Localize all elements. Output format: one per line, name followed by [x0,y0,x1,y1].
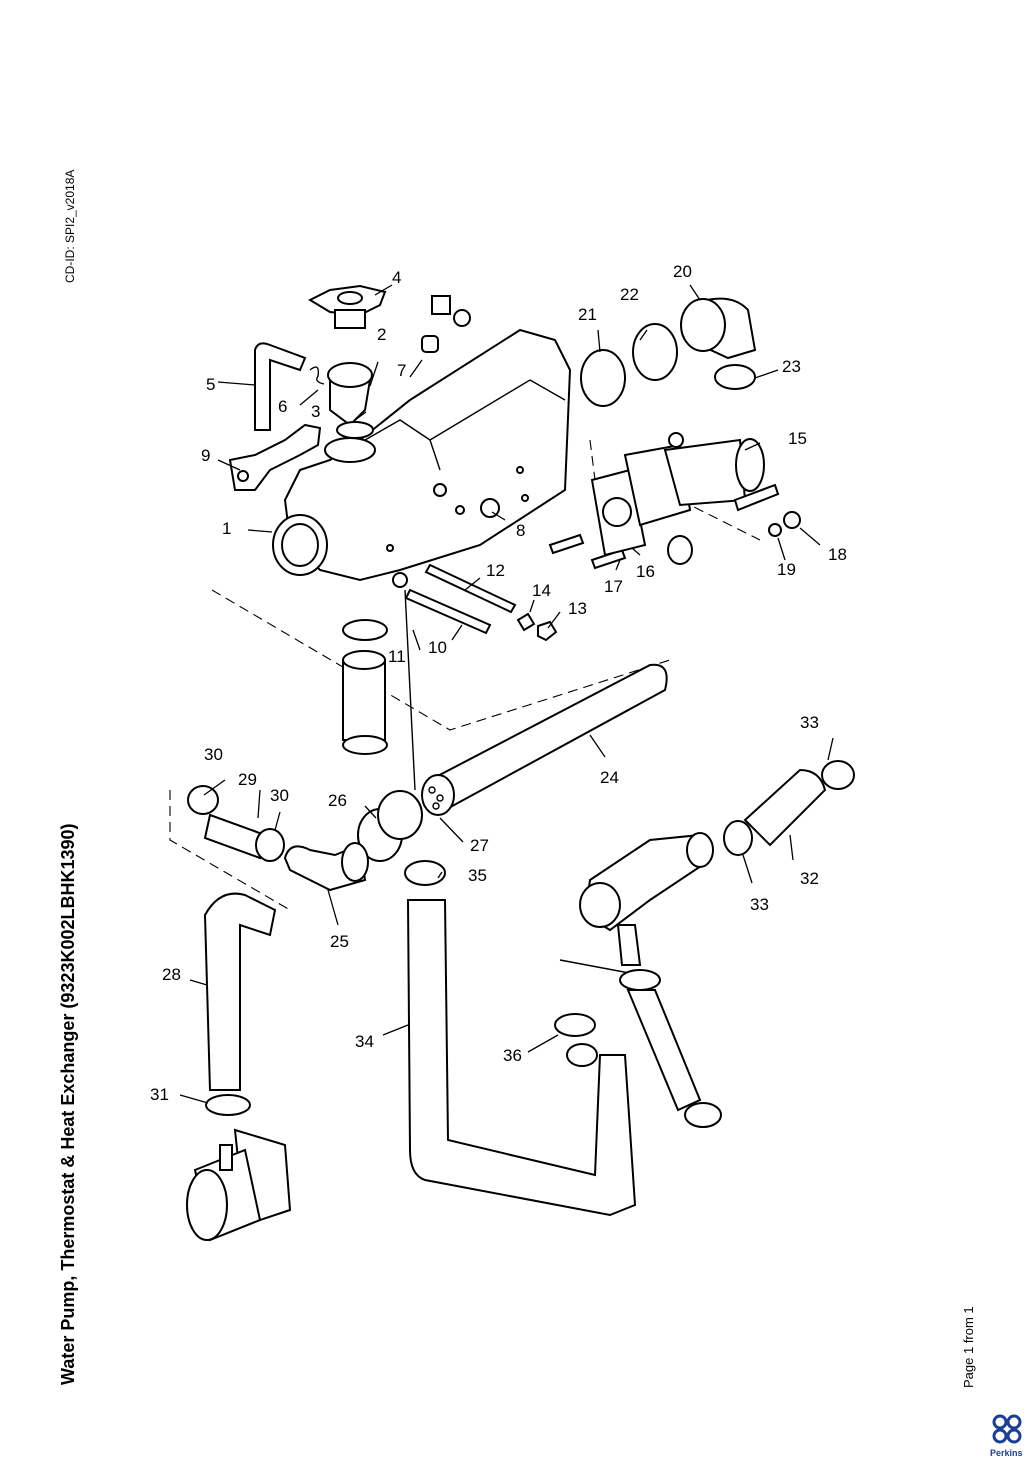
short-hose [626,989,702,1112]
callout-24: 24 [600,768,619,787]
outlet-hose [743,768,827,847]
callout-18: 18 [828,545,847,564]
hose-clamp [714,364,756,390]
callout-14: 14 [532,581,551,600]
heat-exchanger-body [283,328,572,582]
long-bolt [404,588,492,635]
washer [392,572,408,588]
clip [309,366,325,385]
lower-connector-hose [342,619,388,755]
callout-20: 20 [673,262,692,281]
stud [548,533,585,555]
callout-35: 35 [468,866,487,885]
hose-clamp [377,790,423,840]
callout-23: 23 [782,357,801,376]
overflow-pipe [254,342,307,431]
callout-31: 31 [150,1085,169,1104]
callout-22: 22 [620,285,639,304]
hose-clamp [554,1013,596,1037]
hose-clamp [580,349,626,407]
thermostat-housing [590,432,765,557]
hose-clamp [404,860,446,886]
callout-6: 6 [278,397,287,416]
brand-name: Perkins [990,1448,1023,1458]
callout-26: 26 [328,791,347,810]
outlet-connection [272,514,328,576]
washer [768,523,782,537]
callout-33: 33 [800,713,819,732]
callout-11: 11 [388,647,406,666]
hose-clamp [632,323,678,381]
water-pump [186,1128,292,1242]
nut [516,612,536,632]
callout-30: 30 [204,745,223,764]
callout-27: 27 [470,836,489,855]
callout-30-b: 30 [270,786,289,805]
hose-clamp [684,1102,722,1128]
pipe-flange [228,423,322,491]
callout-4: 4 [392,268,401,287]
callout-29: 29 [238,770,257,789]
callout-21: 21 [578,305,597,324]
hose-clamp [187,785,219,815]
callout-1: 1 [222,519,231,538]
drain-tap [431,295,471,327]
callout-12: 12 [486,561,505,580]
callout-15: 15 [788,429,807,448]
callout-25: 25 [330,932,349,951]
callout-17: 17 [604,577,623,596]
bolt [733,483,780,512]
plug [421,335,439,353]
callout-2: 2 [377,325,386,344]
o-ring [667,535,693,565]
perkins-logo-icon [992,1414,1022,1444]
callout-34: 34 [355,1032,374,1051]
callout-13: 13 [568,599,587,618]
hose-clamp [205,1094,251,1116]
nut [783,511,801,529]
callout-16: 16 [636,562,655,581]
outlet-manifold [579,832,714,966]
callout-7: 7 [397,361,406,380]
hose-clamp [255,828,285,862]
hose-clamp [619,969,661,991]
long-hose [406,899,637,1217]
callout-33-b: 33 [750,895,769,914]
callout-5: 5 [206,375,215,394]
bent-hose [203,892,277,1091]
hose-clamp [723,820,753,856]
callout-28: 28 [162,965,181,984]
callout-19: 19 [777,560,796,579]
stud [424,563,517,614]
alignment-line [404,589,416,791]
filler-neck [324,362,376,463]
callout-9: 9 [201,446,210,465]
nut [537,620,558,642]
short-hose [203,813,267,860]
elbow-hose [680,297,757,360]
callout-32: 32 [800,869,819,888]
elbow-hose [283,842,369,892]
callout-3: 3 [311,402,320,421]
callout-10: 10 [428,638,447,657]
tube-stack [421,663,668,816]
callout-8: 8 [516,521,525,540]
hose-clamp [821,760,855,790]
pressure-cap [307,284,387,329]
callout-36: 36 [503,1046,522,1065]
